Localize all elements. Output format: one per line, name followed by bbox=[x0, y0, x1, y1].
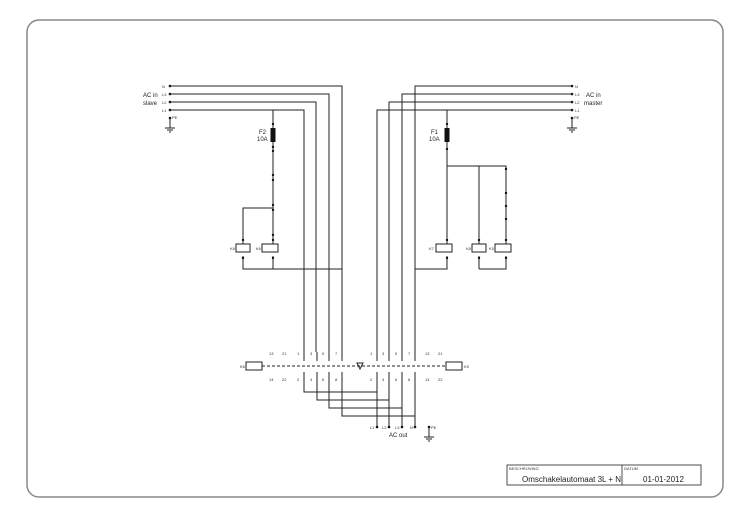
terminal-label: 1 bbox=[297, 351, 300, 356]
line-label: L3 bbox=[162, 92, 167, 97]
line-label: N bbox=[162, 84, 165, 89]
description-label: BESCHRIJVING bbox=[509, 466, 539, 471]
line-label: L2 bbox=[575, 100, 580, 105]
terminal-label: 4 bbox=[310, 377, 313, 382]
coil-label: K8 bbox=[466, 246, 472, 251]
terminal-label: 21 bbox=[282, 351, 287, 356]
terminal-label: 3 bbox=[382, 351, 385, 356]
right-supply-name: master bbox=[584, 101, 602, 107]
coil-label: K5 bbox=[489, 246, 495, 251]
drawing-frame bbox=[26, 19, 724, 498]
fuse-label: F1 bbox=[431, 130, 439, 136]
line-label: L1 bbox=[575, 108, 580, 113]
description-value: Omschakelautomaat 3L + N bbox=[522, 475, 621, 484]
coil-label: K8 bbox=[230, 246, 236, 251]
terminal-label: 5 bbox=[395, 351, 398, 356]
pe-label: PE bbox=[431, 425, 437, 430]
right-supply-label: AC in bbox=[586, 93, 601, 99]
left-control-circuit: F2 10A K6 K8 bbox=[230, 110, 342, 270]
line-label: L3 bbox=[575, 92, 580, 97]
coil-label: K6 bbox=[240, 364, 246, 369]
ac-out-label: AC out bbox=[389, 433, 408, 439]
line-label: L2 bbox=[162, 100, 167, 105]
coil-k5 bbox=[494, 243, 512, 253]
fuse-label: F2 bbox=[259, 130, 267, 136]
coil-k7 bbox=[435, 243, 453, 253]
terminal-label: 22 bbox=[438, 377, 443, 382]
line-label: N bbox=[410, 425, 413, 430]
line-label: N bbox=[575, 84, 578, 89]
terminal-label: 14 bbox=[269, 377, 274, 382]
terminal-label: 22 bbox=[282, 377, 287, 382]
terminal-label: 6 bbox=[322, 377, 325, 382]
fuse-icon bbox=[444, 128, 450, 142]
terminal-label: 7 bbox=[408, 351, 411, 356]
fuse-rating: 10A bbox=[257, 137, 268, 143]
coil-label: K7 bbox=[429, 246, 435, 251]
terminal-label: 6 bbox=[395, 377, 398, 382]
terminal-label: 8 bbox=[335, 377, 338, 382]
terminal-label: 2 bbox=[297, 377, 300, 382]
terminal-label: 13 bbox=[425, 351, 430, 356]
title-block: BESCHRIJVING Omschakelautomaat 3L + N DA… bbox=[506, 464, 702, 486]
ground-icon bbox=[424, 427, 434, 442]
pe-label: PE bbox=[574, 115, 580, 120]
left-supply-name: slave bbox=[143, 101, 158, 107]
fuse-rating: 10A bbox=[429, 137, 440, 143]
left-supply: AC in slave N L3 L2 L1 PE bbox=[143, 84, 343, 352]
terminal-label: 5 bbox=[322, 351, 325, 356]
right-control-circuit: F1 10A K7 K8 K5 bbox=[415, 110, 512, 270]
pe-label: PE bbox=[172, 115, 178, 120]
coil-k8 bbox=[471, 243, 487, 253]
terminal-label: 21 bbox=[438, 351, 443, 356]
left-supply-label: AC in bbox=[143, 93, 158, 99]
terminal-label: 14 bbox=[425, 377, 430, 382]
coil-k5-main bbox=[445, 361, 463, 371]
ground-icon bbox=[165, 118, 175, 133]
terminal-label: 3 bbox=[310, 351, 313, 356]
coil-k6 bbox=[261, 243, 279, 253]
terminal-label: 8 bbox=[408, 377, 411, 382]
line-label: L2 bbox=[382, 425, 387, 430]
coil-k8 bbox=[235, 243, 251, 253]
terminal-label: 13 bbox=[269, 351, 274, 356]
interlock-icon bbox=[356, 362, 364, 371]
date-value: 01-01-2012 bbox=[643, 475, 684, 484]
ac-output: L1 L2 L3 N PE AC out bbox=[370, 425, 437, 442]
fuse-icon bbox=[270, 128, 276, 142]
line-label: L3 bbox=[395, 425, 400, 430]
terminal-label: 7 bbox=[335, 351, 338, 356]
terminal-label: 1 bbox=[370, 351, 373, 356]
line-label: L1 bbox=[370, 425, 375, 430]
coil-label: K5 bbox=[464, 364, 470, 369]
contactor-section: K6 K5 1 3 5 7 2 4 6 8 1 3 5 7 2 4 6 8 13… bbox=[240, 351, 470, 427]
date-label: DATUM bbox=[624, 466, 638, 471]
terminal-label: 2 bbox=[370, 377, 373, 382]
ground-icon bbox=[567, 118, 577, 133]
coil-k6-main bbox=[245, 361, 263, 371]
coil-label: K6 bbox=[256, 246, 262, 251]
line-label: L1 bbox=[162, 108, 167, 113]
terminal-label: 4 bbox=[382, 377, 385, 382]
right-supply: AC in master N L3 L2 L1 PE bbox=[376, 84, 602, 352]
